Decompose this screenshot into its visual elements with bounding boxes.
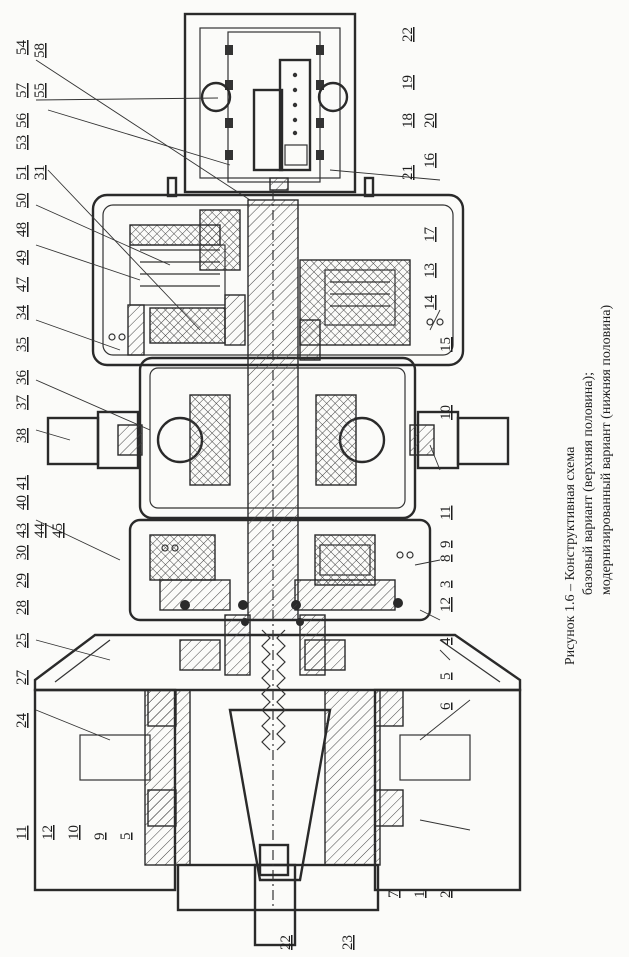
- label-38: 38: [14, 428, 30, 443]
- label-12-bottom: 12: [40, 825, 56, 840]
- upper-drum-housing: [91, 193, 465, 367]
- label-49: 49: [14, 250, 30, 265]
- bottom-hub: [33, 688, 522, 947]
- label-16: 16: [422, 153, 438, 169]
- label-21: 21: [400, 165, 416, 180]
- label-27: 27: [14, 670, 30, 686]
- label-3: 3: [438, 581, 454, 589]
- label-8: 8: [438, 555, 454, 563]
- label-20: 20: [422, 113, 438, 128]
- label-14: 14: [422, 295, 438, 311]
- label-58: 58: [32, 43, 48, 58]
- label-40: 40: [14, 495, 30, 510]
- label-6: 6: [438, 702, 454, 710]
- labels-left: 54 58 55 57 56 53 51 31 50 48 49 47 34 3…: [14, 40, 66, 729]
- label-22-bottom: 22: [278, 935, 294, 950]
- top-housing: [166, 12, 375, 198]
- figure-caption: Рисунок 1.6 – Конструктивная схема базов…: [545, 305, 629, 665]
- leader-lines: [35, 59, 471, 831]
- labels-bottom: 11 12 10 9 5 22 23 7 1 2: [14, 825, 454, 950]
- label-9-bottom: 9: [92, 833, 108, 841]
- label-9-right: 9: [438, 541, 454, 549]
- label-47: 47: [14, 277, 30, 293]
- label-10-right: 10: [438, 405, 454, 420]
- label-54: 54: [14, 40, 30, 56]
- label-19: 19: [400, 75, 416, 90]
- central-shaft: [241, 190, 304, 910]
- label-5-bottom: 5: [118, 833, 134, 841]
- label-15: 15: [438, 337, 454, 352]
- label-10-bottom: 10: [66, 825, 82, 840]
- label-35: 35: [14, 337, 30, 352]
- label-53: 53: [14, 135, 30, 150]
- caption-title: Рисунок 1.6 – Конструктивная схема: [563, 446, 578, 666]
- label-28: 28: [14, 600, 30, 615]
- label-51: 51: [14, 165, 30, 180]
- label-18: 18: [400, 113, 416, 128]
- label-1: 1: [412, 891, 428, 899]
- caption-line-3: модернизированный вариант (нижняя полови…: [599, 304, 614, 596]
- label-13: 13: [422, 263, 438, 278]
- caption-line-2: базовый вариант (верхняя половина);: [581, 371, 596, 596]
- label-29: 29: [14, 573, 30, 588]
- label-11-right: 11: [438, 506, 454, 520]
- label-56: 56: [14, 113, 30, 129]
- label-31: 31: [32, 165, 48, 180]
- label-11-bottom: 11: [14, 826, 30, 840]
- label-45: 45: [50, 523, 66, 538]
- label-22-top: 22: [400, 27, 416, 42]
- label-12-right: 12: [438, 597, 454, 612]
- label-44: 44: [32, 523, 48, 539]
- label-2: 2: [438, 891, 454, 899]
- label-34: 34: [14, 305, 30, 321]
- label-30: 30: [14, 545, 30, 560]
- label-37: 37: [14, 395, 30, 411]
- label-4: 4: [438, 637, 454, 645]
- label-57: 57: [14, 83, 30, 99]
- label-43: 43: [14, 523, 30, 538]
- label-55: 55: [32, 83, 48, 98]
- label-5-right: 5: [438, 673, 454, 681]
- label-7: 7: [386, 890, 402, 898]
- label-50: 50: [14, 193, 30, 208]
- label-24: 24: [14, 713, 30, 729]
- label-36: 36: [14, 370, 30, 386]
- label-41: 41: [14, 475, 30, 490]
- label-23: 23: [340, 935, 356, 950]
- labels-right: 22 19 18 20 16 21 17 13 14 15 10 11 9 8 …: [400, 27, 454, 710]
- label-17: 17: [422, 227, 438, 243]
- figure-caption-text: Рисунок 1.6 – Конструктивная схема базов…: [562, 305, 616, 665]
- label-25: 25: [14, 633, 30, 648]
- label-48: 48: [14, 222, 30, 237]
